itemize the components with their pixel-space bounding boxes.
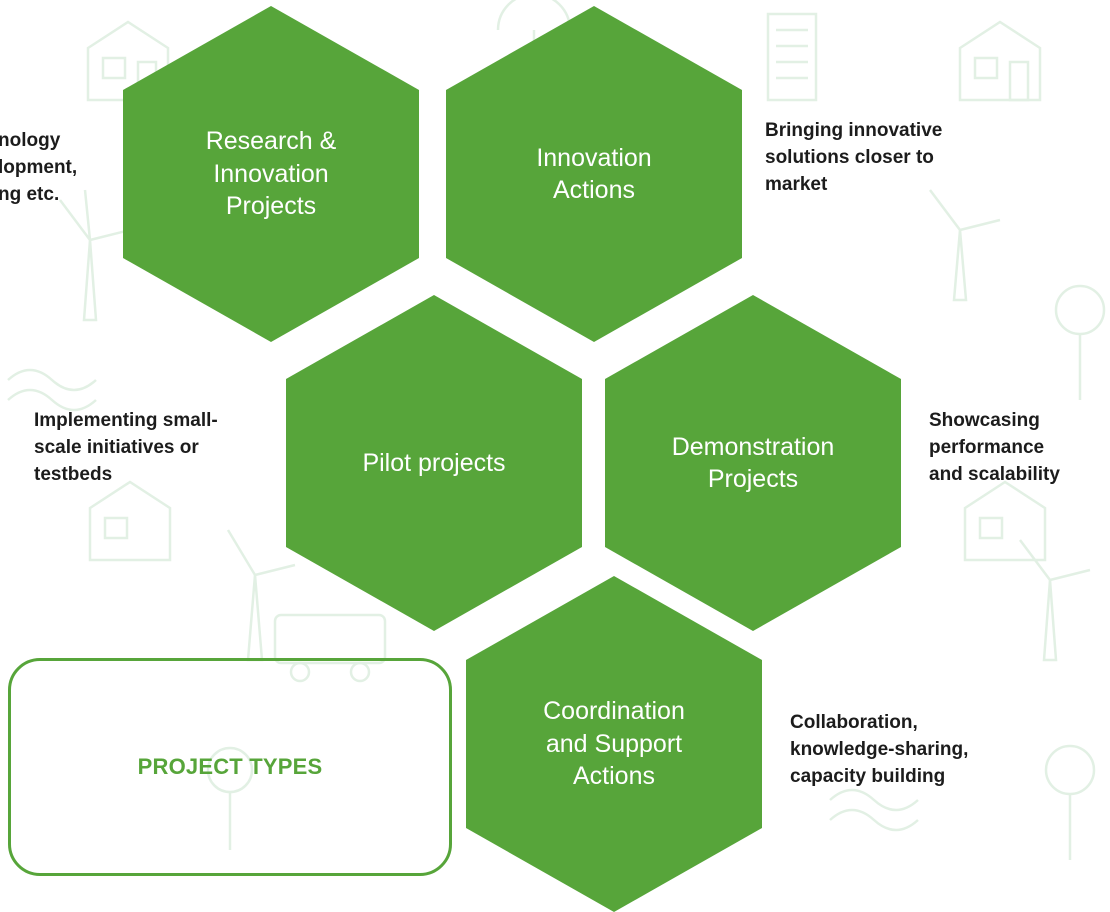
house-icon (958, 20, 1042, 102)
wave-icon (829, 788, 919, 832)
wind-turbine-icon (929, 189, 1001, 302)
tree-icon (206, 746, 254, 850)
tree-icon (1054, 284, 1106, 400)
hexagon-label: Research & Innovation Projects (205, 127, 337, 221)
tree-icon (1044, 744, 1096, 860)
description-pilot-projects: Implementing small- scale initiatives or… (34, 410, 218, 485)
house-icon (963, 480, 1047, 562)
hexagon-label: Coordination and Support Actions (543, 697, 685, 791)
wind-turbine-icon (59, 189, 131, 322)
truck-icon (273, 613, 387, 683)
building-icon (766, 12, 818, 102)
description-coordination-support: Collaboration, knowledge-sharing, capaci… (790, 712, 969, 787)
description-innovation-actions: Bringing innovative solutions closer to … (765, 120, 943, 195)
hexagon-label: Demonstration Projects (671, 432, 835, 494)
house-icon (88, 480, 172, 562)
project-types-box: PROJECT TYPES (8, 658, 452, 876)
wave-icon (7, 368, 97, 412)
description-demonstration-projects: Showcasing performance and scalability (929, 410, 1060, 485)
description-research-innovation: nology lopment, ng etc. (0, 130, 78, 205)
hexagon-label: Innovation Actions (536, 143, 652, 205)
wind-turbine-icon (1019, 539, 1091, 662)
project-types-title: PROJECT TYPES (137, 754, 323, 779)
wind-turbine-icon (226, 529, 296, 662)
hexagon-label: Pilot projects (362, 448, 506, 477)
